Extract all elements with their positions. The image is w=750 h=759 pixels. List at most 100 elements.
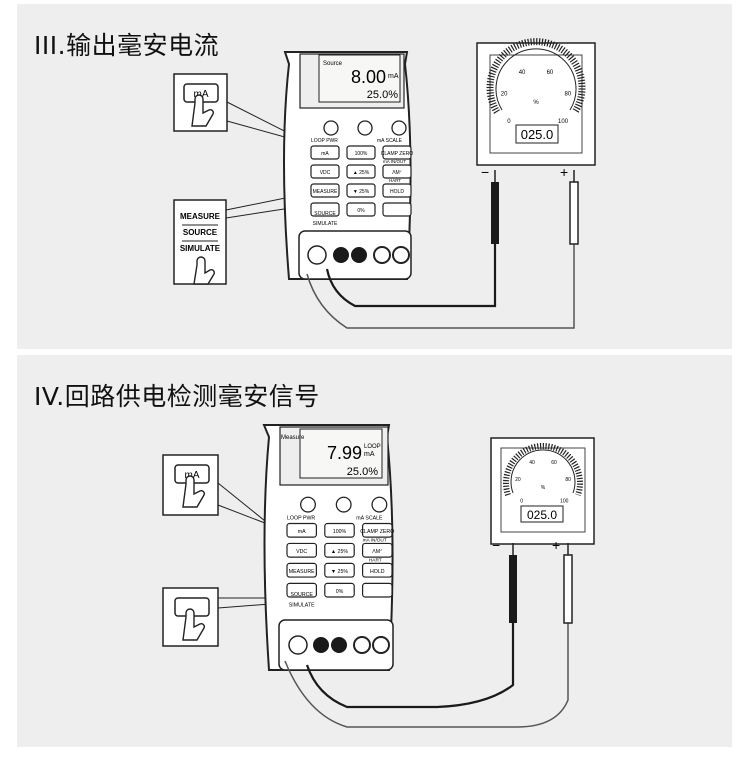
keypad-key: [362, 582, 393, 598]
keypad-key-label: MEASURE: [313, 189, 338, 195]
keypad-key-label: 100%: [333, 529, 347, 535]
gauge-unit: %: [541, 485, 546, 491]
process-calibrator: Source 8.00 mA 25.0%: [283, 51, 412, 280]
keypad-key-label: SIMULATE: [313, 221, 338, 227]
keypad-key: [286, 562, 317, 578]
gauge-readout: 025.0: [521, 127, 554, 142]
power-icon: [323, 120, 339, 136]
keypad: LOOP PWR mA SCALE mA 100% CLAMP ZERO VDC ▲ 25%…: [286, 496, 394, 608]
leader-line: [217, 504, 271, 526]
brightness-icon: [371, 496, 388, 513]
gauge-tick-label: 20: [501, 91, 508, 97]
finger-press-icon: [193, 256, 215, 285]
keypad-key-label: ▲ 25%: [331, 549, 348, 555]
lcd-unit: mA: [388, 73, 399, 80]
keypad-key-label: HOLD: [370, 569, 385, 575]
keypad-key: [362, 562, 393, 578]
input-jacks: [288, 635, 390, 655]
callout-mode-key: SOURCE: [183, 228, 218, 237]
keypad-key: [286, 522, 317, 538]
panel-output-ma: III.输出毫安电流 mA MEASURE SOURCE SIMULATE: [17, 4, 732, 349]
keypad-key: [310, 164, 340, 179]
lcd-display: [318, 54, 401, 103]
keypad-key: [310, 183, 340, 198]
backlight-icon: [335, 496, 352, 513]
keypad-key-label: VDC: [320, 170, 331, 176]
callout-mode-keys: MEASURE SOURCE SIMULATE: [173, 199, 227, 285]
keypad-key: [286, 582, 317, 598]
keypad-key: [362, 522, 393, 538]
wiring-diagram: mA MEASURE SOURCE SIMULATE Source 8.00 m…: [173, 38, 596, 329]
power-icon: [299, 496, 316, 513]
keypad-key: [382, 164, 412, 179]
lcd-reading: 8.00: [351, 67, 386, 87]
gauge-unit: %: [533, 100, 539, 106]
lcd-mode-label: Source: [323, 61, 343, 67]
keypad-key-label: SIMULATE: [289, 602, 315, 608]
keypad-label: mA SCALE: [356, 515, 383, 521]
keypad-label: mA IN/OUT: [363, 537, 387, 543]
keypad-key-label: 100%: [355, 151, 368, 157]
keypad-key: [382, 183, 412, 198]
keypad-key: [286, 542, 317, 558]
gauge-tick-label: 80: [565, 91, 572, 97]
gauge-tick-label: 0: [520, 499, 523, 505]
keypad-key: [310, 145, 340, 160]
terminal-minus-label: −: [492, 537, 500, 553]
gauge-tick-label: 0: [507, 119, 511, 125]
keypad-key-label: ▲ 25%: [353, 170, 370, 176]
gauge-readout: 025.0: [527, 508, 557, 522]
keypad-key: [324, 562, 355, 578]
gauge-tick-label: 20: [515, 477, 521, 483]
keypad-key-label: ΛMᐟ: [392, 170, 402, 176]
keypad-key: [324, 542, 355, 558]
gauge-tick-label: 100: [560, 499, 569, 505]
finger-press-icon: [182, 475, 205, 508]
lcd-unit: mA: [364, 451, 375, 458]
keypad-key-label: ▼ 25%: [353, 189, 370, 195]
input-jacks: [307, 245, 410, 265]
terminal-plus-label: +: [560, 164, 568, 180]
callout-ma-key: mA: [173, 73, 228, 132]
callout-ma-key: mA: [162, 454, 219, 516]
lcd-display: [299, 428, 383, 479]
leader-line: [217, 482, 271, 526]
keypad-key-label: mA: [298, 529, 306, 535]
keypad-key: [382, 202, 412, 217]
gauge-scale: [486, 38, 586, 114]
finger-press-icon: [191, 94, 214, 127]
keypad-label: HART: [369, 557, 382, 563]
keypad-key: [346, 183, 376, 198]
gauge-tick-label: 60: [547, 70, 554, 76]
keypad-key-label: CLAMP ZERO: [360, 529, 394, 535]
callout-blank-key: [162, 587, 219, 647]
gauge-tick-label: 40: [519, 70, 526, 76]
keypad-label: mA SCALE: [377, 138, 403, 144]
callout-key-label: mA: [185, 470, 200, 481]
keypad-key-label: CLAMP ZERO: [381, 151, 414, 157]
keypad-key: [310, 202, 340, 217]
keypad-label: mA IN/OUT: [383, 159, 406, 164]
red-test-lead: [284, 543, 573, 728]
callout-mode-key: MEASURE: [180, 212, 221, 221]
keypad-key: [324, 522, 355, 538]
gauge-tick-label: 40: [529, 460, 535, 466]
keypad-key: [362, 542, 393, 558]
black-test-lead: [325, 170, 499, 308]
keypad-key: [346, 145, 376, 160]
keypad-label: HART: [389, 178, 401, 183]
panel-measure-ma: IV.回路供电检测毫安信号 mA Measure 7.99 LOOP mA 25…: [17, 355, 732, 747]
keypad-key-label: SOURCE: [314, 211, 336, 217]
keypad-key: [324, 582, 355, 598]
keypad-key-label: VDC: [296, 549, 307, 555]
callout-mode-key: SIMULATE: [180, 244, 221, 253]
terminal-plus-label: +: [552, 537, 560, 553]
keypad-key-label: ▼ 25%: [331, 569, 348, 575]
gauge-tick-label: 60: [551, 460, 557, 466]
gauge-tick-label: 100: [558, 119, 569, 125]
keypad-label: LOOP PWR: [287, 515, 315, 521]
lcd-reading: 7.99: [327, 443, 362, 463]
